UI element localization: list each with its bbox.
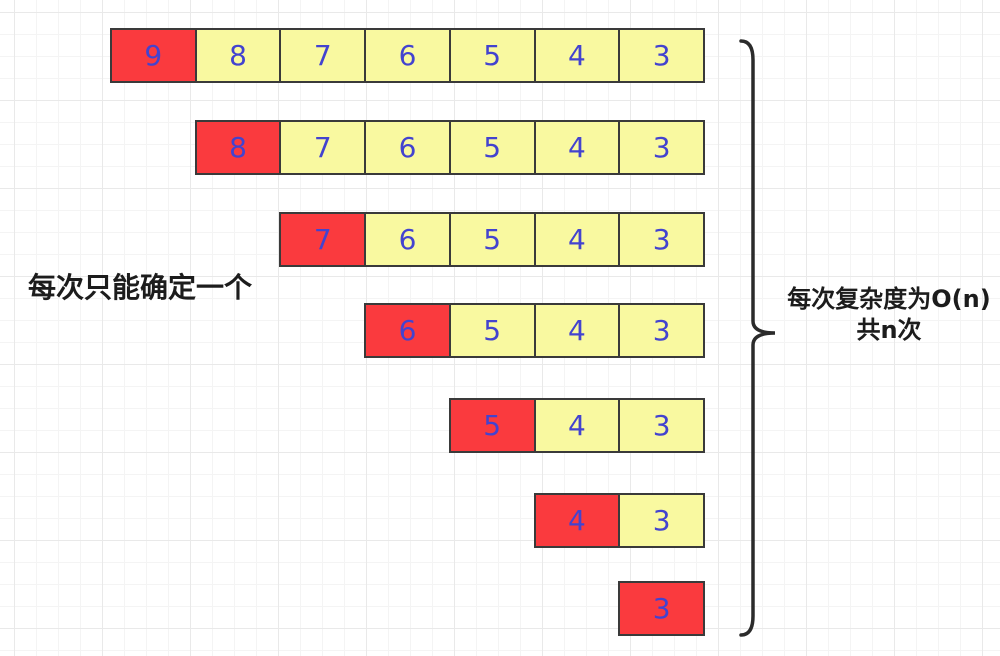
cell-4: 4 — [533, 120, 621, 175]
cell-5: 5 — [448, 212, 536, 267]
cell-3: 3 — [618, 212, 705, 267]
sorted-cell-7: 7 — [279, 212, 367, 267]
cell-7: 7 — [279, 120, 367, 175]
array-row-7: 3 — [0, 581, 1000, 636]
sorted-cell-6: 6 — [364, 303, 451, 358]
right-annotation-line1: 每次复杂度为O(n) — [787, 285, 991, 313]
sorted-cell-4: 4 — [533, 493, 621, 548]
cell-7: 7 — [279, 28, 367, 83]
cell-6: 6 — [364, 212, 451, 267]
cell-3: 3 — [618, 303, 705, 358]
left-annotation: 每次只能确定一个 — [28, 271, 253, 304]
curly-brace — [739, 39, 776, 637]
cell-4: 4 — [533, 398, 621, 453]
cell-5: 5 — [448, 28, 536, 83]
cell-6: 6 — [364, 28, 451, 83]
cell-3: 3 — [618, 493, 705, 548]
sorted-cell-3: 3 — [618, 581, 705, 636]
cell-6: 6 — [364, 120, 451, 175]
sorted-cell-9: 9 — [110, 28, 197, 83]
cell-5: 5 — [448, 303, 536, 358]
cell-4: 4 — [533, 303, 621, 358]
right-annotation: 每次复杂度为O(n) 共n次 — [786, 284, 992, 346]
cell-4: 4 — [533, 28, 621, 83]
sorted-cell-5: 5 — [448, 398, 536, 453]
right-annotation-line2: 共n次 — [856, 316, 922, 344]
cell-4: 4 — [533, 212, 621, 267]
cell-3: 3 — [618, 28, 705, 83]
cell-3: 3 — [618, 398, 705, 453]
sorted-cell-8: 8 — [194, 120, 282, 175]
cell-8: 8 — [194, 28, 282, 83]
cell-5: 5 — [448, 120, 536, 175]
cell-3: 3 — [618, 120, 705, 175]
